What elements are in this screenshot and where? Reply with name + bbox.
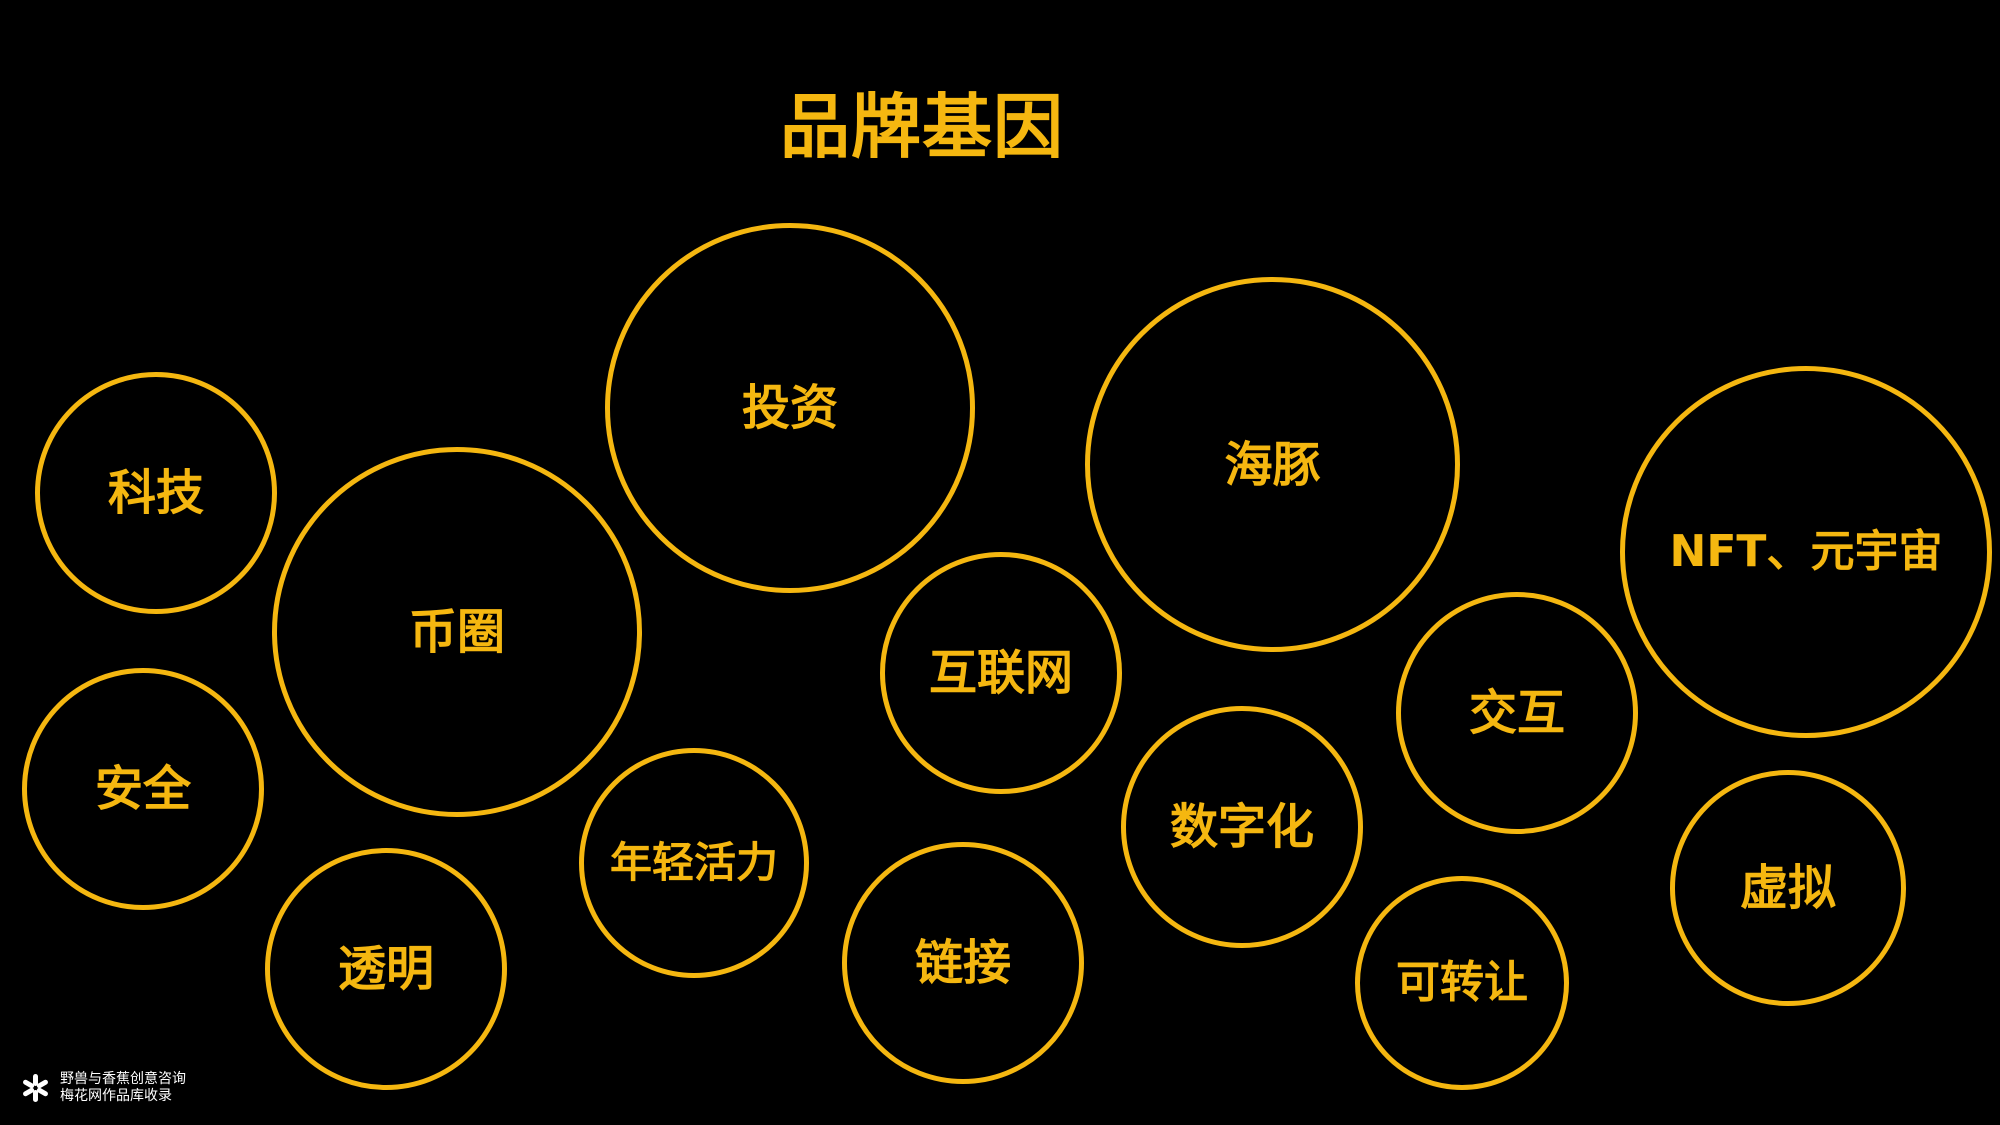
bubble-label: NFT、元宇宙 [1669,526,1943,577]
bubble-internet: 互联网 [880,552,1122,794]
watermark-line-1: 野兽与香蕉创意咨询 [60,1071,186,1087]
bubble-label: 可转让 [1396,957,1528,1008]
bubble-investment: 投资 [605,223,975,593]
bubble-tech: 科技 [35,372,277,614]
bubble-label: 投资 [741,380,838,436]
bubble-label: 科技 [107,465,204,521]
bubble-transferable: 可转让 [1355,876,1569,1090]
bubble-label: 安全 [94,761,191,817]
bubble-dolphin: 海豚 [1085,277,1460,652]
flower-logo-icon [20,1073,50,1103]
bubble-label: 链接 [914,935,1011,991]
bubble-digitalization: 数字化 [1121,706,1363,948]
bubble-label: 海豚 [1224,436,1321,493]
watermark-text: 野兽与香蕉创意咨询 梅花网作品库收录 [60,1071,186,1105]
bubble-youthful-energy: 年轻活力 [579,748,809,978]
bubble-label: 年轻活力 [609,838,778,887]
bubble-connection: 链接 [842,842,1084,1084]
bubble-label: 交互 [1468,685,1565,741]
bubble-label: 透明 [337,941,434,997]
bubble-transparency: 透明 [265,848,507,1090]
bubble-label: 币圈 [408,604,505,660]
bubble-virtual: 虚拟 [1670,770,1906,1006]
bubble-interaction: 交互 [1396,592,1638,834]
bubble-label: 虚拟 [1739,860,1836,916]
bubble-label: 数字化 [1169,799,1314,855]
bubble-crypto: 币圈 [272,447,642,817]
bubble-security: 安全 [22,668,264,910]
page-title: 品牌基因 [780,86,1064,168]
watermark: 野兽与香蕉创意咨询 梅花网作品库收录 [20,1071,186,1105]
bubble-nft-metaverse: NFT、元宇宙 [1620,366,1992,738]
watermark-line-2: 梅花网作品库收录 [60,1088,172,1104]
bubble-label: 互联网 [928,645,1073,701]
